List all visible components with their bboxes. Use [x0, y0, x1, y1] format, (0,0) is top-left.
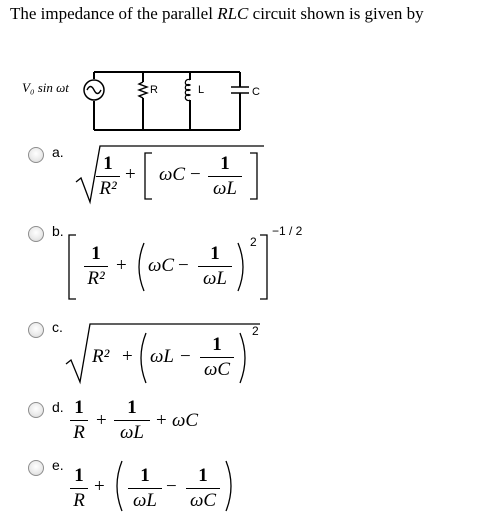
option-d-radio[interactable] [28, 402, 44, 418]
option-d-wc: ωC [172, 410, 199, 431]
option-d-letter: d. [52, 399, 64, 415]
option-b-radio[interactable] [28, 226, 44, 242]
option-b-exponent: −1 / 2 [272, 224, 303, 238]
question-text: The impedance of the parallel RLC circui… [10, 4, 424, 23]
option-a-wc: ωC [159, 164, 186, 185]
option-a-letter: a. [52, 144, 64, 160]
resistor-icon [137, 81, 149, 99]
option-a-plus: + [125, 164, 136, 185]
option-a-sqrt [75, 145, 264, 205]
circuit-diagram: V₀ sin ωt R L C [22, 71, 260, 131]
resistor-label: R [150, 84, 158, 96]
option-b-square: 2 [250, 235, 257, 249]
option-e-letter: e. [52, 457, 64, 473]
inductor-icon [184, 78, 192, 102]
option-a-radio[interactable] [28, 147, 44, 163]
option-c-sqrt [65, 323, 260, 385]
option-c-r2: R² [92, 346, 110, 367]
option-c-wl: ωL [150, 346, 174, 367]
source-label: V₀ sin ωt [22, 80, 69, 95]
option-b-letter: b. [52, 223, 64, 239]
option-c-letter: c. [52, 319, 63, 335]
capacitor-label: C [252, 86, 260, 98]
option-e-radio[interactable] [28, 460, 44, 476]
inductor-label: L [198, 84, 204, 96]
option-b-wc: ωC [148, 255, 175, 276]
option-c-radio[interactable] [28, 322, 44, 338]
option-c-square: 2 [252, 324, 259, 338]
